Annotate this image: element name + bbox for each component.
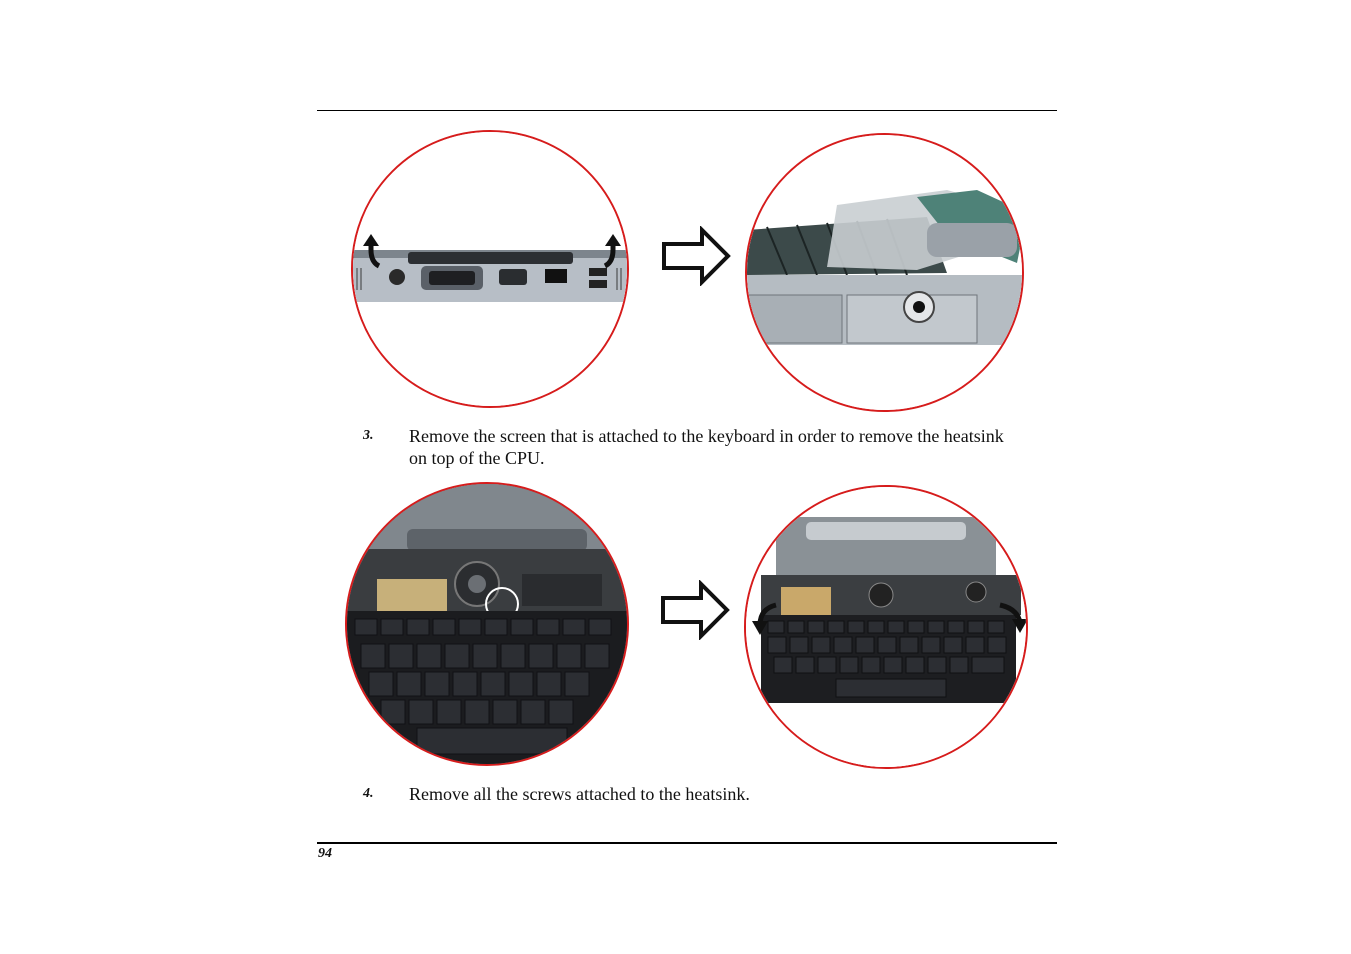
hollow-right-arrow-icon [660,225,732,291]
photo-side-hinge [745,133,1024,412]
step-number: 4. [363,786,374,801]
curved-up-arrow-icon [363,234,621,269]
step-3: 3. Remove the screen that is attached to… [363,425,1023,471]
page-number: 94 [318,846,332,861]
hollow-right-arrow-icon [659,579,731,645]
photo-keyboard-screw [345,482,629,766]
photo-keyboard-lift [744,485,1028,769]
step-number: 3. [363,428,374,443]
step-4: 4. Remove all the screws attached to the… [363,783,1023,807]
footer-rule [317,842,1057,844]
curved-down-arrow-icon [752,602,1026,635]
header-rule [317,110,1057,111]
step-text: Remove all the screws attached to the he… [409,784,750,804]
step-text: Remove the screen that is attached to th… [409,426,1004,468]
photo-rear-panel [351,130,629,408]
